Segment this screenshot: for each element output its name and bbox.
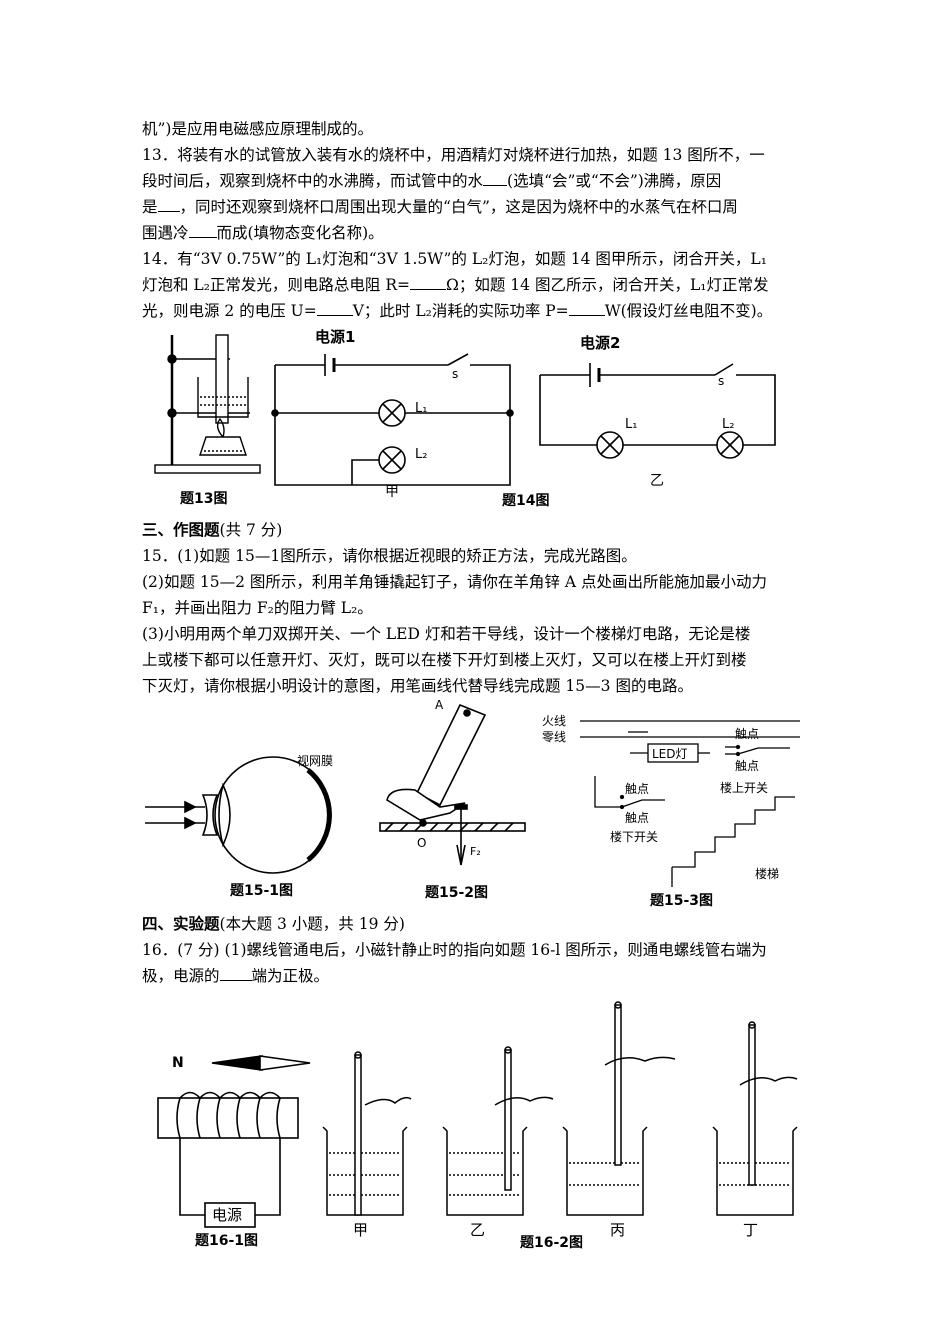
contact-label: 触点 [625, 811, 649, 825]
upstairs-switch-label: 楼上开关 [720, 780, 768, 795]
figure-14: 电源1 s L₁ L₂ 甲 电源2 s L₁ L₂ 乙 题14图 [271, 328, 776, 509]
answer-blank[interactable] [188, 221, 217, 238]
q13-line2: 段时间后，观察到烧杯中的水沸腾，而试管中的水(选填“会”或“不会”)沸腾，原因 [142, 168, 721, 194]
figure-15-3: 火线 零线 LED灯 触点 触点 楼上开关 触点 触点 楼下开关 楼梯 题15-… [542, 714, 800, 909]
beaker-jia [322, 1126, 408, 1216]
q15-line1: 15．(1)如题 15—1图所示，请你根据近视眼的矫正方法，完成光路图。 [142, 547, 637, 565]
answer-blank[interactable] [410, 273, 447, 290]
figure-15-3-caption: 题15-3图 [650, 893, 713, 909]
q15-line5: 上或楼下都可以任意开灯、灭灯，既可以在楼下开灯到楼上灭灯，又可以在楼上开灯到楼 [142, 651, 747, 669]
source2-label: 电源2 [580, 334, 620, 352]
retina-label: 视网膜 [297, 753, 333, 768]
q14-line2: 灯泡和 L₂正常发光，则电路总电阻 R=Ω；如题 14 图乙所示，闭合开关，L₁… [142, 272, 768, 298]
figure-14-caption: 题14图 [502, 493, 549, 509]
q13-line3: 是，同时还观察到烧杯口周围出现大量的“白气”，这是因为烧杯中的水蒸气在杯口周 [142, 194, 738, 220]
q14-line1: 14．有“3V 0.75W”的 L₁灯泡和“3V 1.5W”的 L₂灯泡，如题 … [142, 250, 767, 268]
yi-label: 乙 [470, 1221, 485, 1239]
q15-line4: (3)小明用两个单刀双掷开关、一个 LED 灯和若干导线，设计一个楼梯灯电路，无… [142, 625, 751, 643]
alcohol-lamp [199, 436, 247, 456]
switch-label: s [718, 374, 724, 388]
figure-15-2: A O F₂ 题15-2图 [379, 698, 526, 901]
downstairs-switch-label: 楼下开关 [610, 829, 658, 844]
contact-label: 触点 [625, 782, 649, 796]
section3-heading: 三、作图题(共 7 分) [142, 520, 283, 539]
beaker-ding [712, 1126, 798, 1216]
stairs-label: 楼梯 [755, 866, 779, 881]
contact-label: 触点 [735, 727, 759, 741]
neutral-label: 零线 [542, 730, 566, 744]
q13-line1: 13．将装有水的试管放入装有水的烧杯中，用酒精灯对烧杯进行加热，如题 13 图所… [142, 146, 765, 164]
concave-lens [201, 794, 219, 836]
ding-label: 丁 [743, 1221, 758, 1239]
figure-16-1: N 电源 题16-1图 [157, 1055, 311, 1249]
point-a-label: A [435, 698, 444, 712]
l2-label: L₂ [415, 447, 427, 462]
beaker-bing [562, 1126, 648, 1216]
answer-blank[interactable] [157, 195, 180, 212]
yi-label: 乙 [650, 473, 664, 489]
l1-label: L₁ [415, 401, 427, 416]
q15-line6: 下灭灯，请你根据小明设计的意图，用笔画线代替导线完成题 15—3 图的电路。 [142, 677, 693, 695]
point-o-label: O [417, 836, 426, 850]
l1-label: L₁ [625, 417, 637, 432]
answer-blank[interactable] [483, 169, 508, 186]
retina [306, 768, 332, 862]
contact-label: 触点 [735, 759, 759, 773]
switch-label: s [452, 367, 458, 381]
beaker-yi [442, 1126, 528, 1216]
solenoid [157, 1097, 299, 1139]
jia-label: 甲 [353, 1221, 368, 1239]
section4-heading: 四、实验题(本大题 3 小题，共 19 分) [142, 914, 405, 933]
answer-blank[interactable] [316, 299, 353, 316]
l2-label: L₂ [722, 417, 734, 432]
jia-label: 甲 [385, 484, 399, 500]
led-label: LED灯 [652, 747, 688, 761]
q16-line2: 极，电源的端为正极。 [142, 963, 329, 989]
source-label: 电源 [212, 1206, 242, 1224]
hammer-handle [415, 703, 487, 807]
q15-line2: (2)如题 15—2 图所示，利用羊角锤撬起钉子，请你在羊角锌 A 点处画出所能… [142, 573, 767, 591]
figure-15-1-caption: 题15-1图 [230, 883, 293, 899]
q14-line3: 光，则电源 2 的电压 U=V；此时 L₂消耗的实际功率 P=W(假设灯丝电阻不… [142, 298, 772, 324]
f2-label: F₂ [470, 845, 481, 858]
source1-label: 电源1 [315, 328, 355, 346]
figure-16-2-caption: 题16-2图 [520, 1235, 583, 1251]
test-tube [215, 334, 229, 424]
answer-blank[interactable] [219, 964, 252, 981]
figure-13: 题13图 [154, 334, 261, 507]
figure-15-2-caption: 题15-2图 [425, 885, 488, 901]
live-label: 火线 [542, 714, 566, 728]
figure-16-2: 甲 乙 丙 丁 题16-2图 [322, 1001, 798, 1251]
compass-needle [211, 1055, 263, 1071]
bing-label: 丙 [610, 1221, 625, 1239]
figure-16-1-caption: 题16-1图 [195, 1233, 258, 1249]
answer-blank[interactable] [568, 299, 605, 316]
q13-line4: 围遇冷而成(填物态变化名称)。 [142, 220, 384, 246]
figure-13-caption: 题13图 [180, 491, 227, 507]
stand-base [154, 464, 261, 474]
figure-15-1: 视网膜 题15-1图 [145, 753, 333, 899]
q16-line1: 16．(7 分) (1)螺线管通电后，小磁针静止时的指向如题 16-l 图所示，… [142, 941, 767, 959]
q15-line3: F₁，并画出阻力 F₂的阻力臂 L₂。 [142, 599, 373, 617]
q12-tail: 机”)是应用电磁感应原理制成的。 [142, 120, 373, 138]
n-label: N [172, 1055, 184, 1071]
beaker [197, 377, 249, 418]
